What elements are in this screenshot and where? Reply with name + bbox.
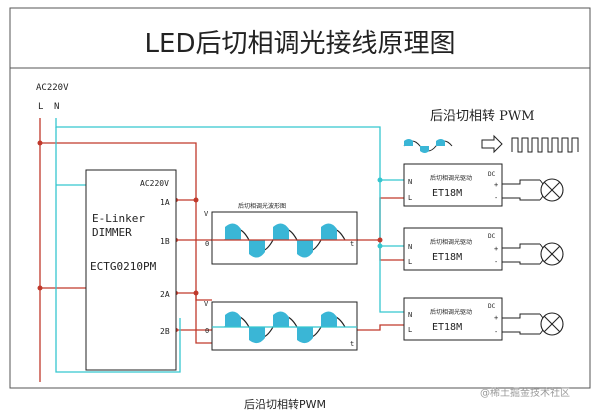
driver-1-n-label: N <box>408 178 412 186</box>
driver-2-minus: - <box>494 258 498 266</box>
waveform-t-label-top: t <box>350 240 354 248</box>
mains-l-label: L <box>38 102 43 112</box>
pwm-pulse-icon <box>511 137 579 153</box>
driver-2-plus: + <box>494 245 498 253</box>
driver-3-plus: + <box>494 314 498 322</box>
pwm-header: 后沿切相转 PWM <box>430 109 535 124</box>
driver-3-title: 后切相调光驱动 <box>430 308 472 316</box>
driver-3-model: ET18M <box>432 322 462 333</box>
waveform-origin-bottom: 0 <box>205 327 209 335</box>
terminal-1a: 1A <box>160 198 170 207</box>
dimmer-name-line2: DIMMER <box>92 226 132 239</box>
driver-3-l-label: L <box>408 326 412 334</box>
arrow-icon <box>481 134 503 154</box>
diagram-title: LED后切相调光接线原理图 <box>145 29 456 59</box>
driver-3-dc: DC <box>488 303 496 310</box>
driver-2-model: ET18M <box>432 252 462 263</box>
waveform-v-label-top: V <box>204 210 209 218</box>
driver-1-title: 后切相调光驱动 <box>430 174 472 182</box>
watermark: @稀土掘金技术社区 <box>480 386 570 399</box>
dimmer-name-line1: E-Linker <box>92 212 145 225</box>
title-box <box>9 7 591 69</box>
driver-1-model: ET18M <box>432 188 462 199</box>
driver-3-minus: - <box>494 328 498 336</box>
driver-2: N L 后切相调光驱动 ET18M DC + - <box>403 227 503 271</box>
dimmer-input-label: AC220V <box>140 179 169 188</box>
neutral-wire <box>55 118 404 373</box>
driver-1: N L 后切相调光驱动 ET18M DC + - <box>403 163 503 207</box>
mains-n-label: N <box>54 102 59 112</box>
driver-3-n-label: N <box>408 311 412 319</box>
terminal-2b: 2B <box>160 327 170 336</box>
waveform-v-label-bottom: V <box>204 300 209 308</box>
driver-1-l-label: L <box>408 194 412 202</box>
driver-1-minus: - <box>494 194 498 202</box>
waveform-t-label-bottom: t <box>350 340 354 348</box>
terminal-1b: 1B <box>160 237 170 246</box>
lamp-leads <box>539 179 544 335</box>
dimmer-model: ECTG0210PM <box>90 260 157 273</box>
waveform-panel-top <box>211 211 358 265</box>
lamp-icons <box>540 178 564 336</box>
mains-label: AC220V <box>36 83 69 93</box>
driver-2-n-label: N <box>408 243 412 251</box>
dimmer-box <box>85 169 177 371</box>
driver-2-l-label: L <box>408 258 412 266</box>
waveform-title: 后切相调光波形图 <box>238 202 286 210</box>
driver-2-dc: DC <box>488 233 496 240</box>
waveform-panel-bottom <box>211 301 358 351</box>
driver-1-plus: + <box>494 181 498 189</box>
dc-wiring <box>502 179 540 335</box>
driver-2-title: 后切相调光驱动 <box>430 238 472 246</box>
driver-1-dc: DC <box>488 171 496 178</box>
input-wave-icon <box>403 139 453 153</box>
caption: 后沿切相转PWM <box>244 397 326 411</box>
terminal-2a: 2A <box>160 290 170 299</box>
driver-3: N L 后切相调光驱动 ET18M DC + - <box>403 297 503 341</box>
waveform-origin-top: 0 <box>205 240 209 248</box>
